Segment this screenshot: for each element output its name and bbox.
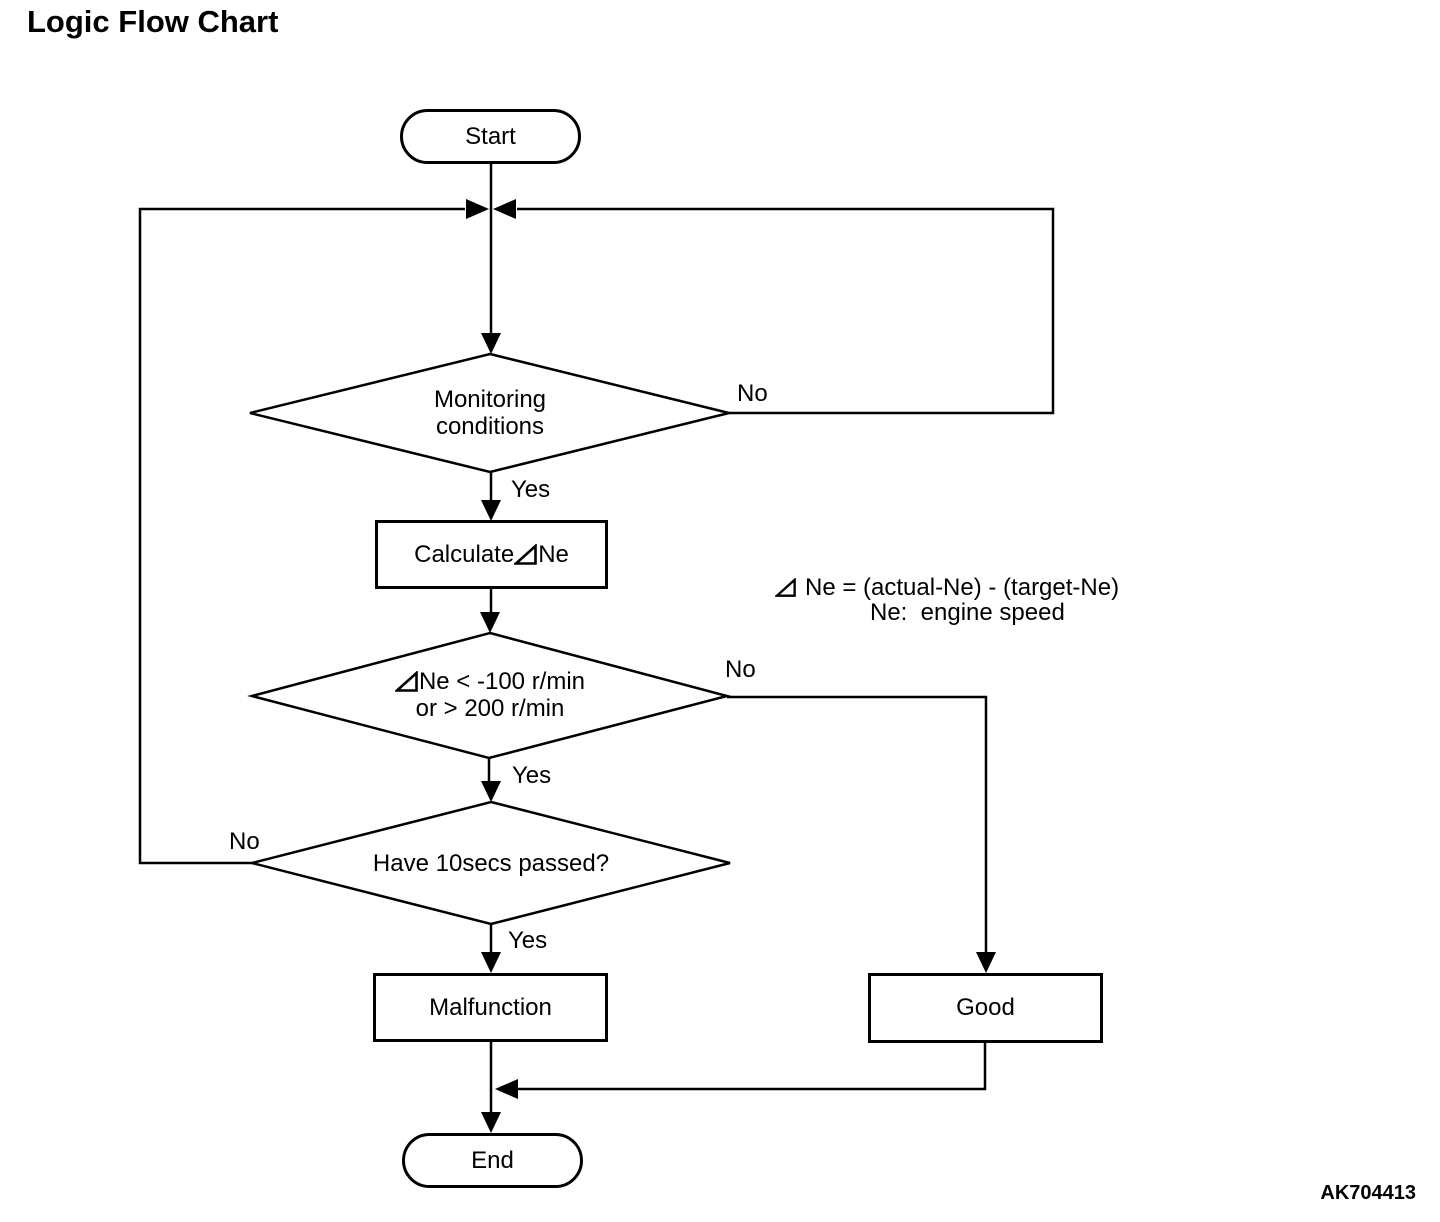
edge-good-to-join	[518, 1043, 987, 1091]
delta-decision-label: Ne < -100 r/min or > 200 r/min	[320, 668, 660, 722]
page-title: Logic Flow Chart	[27, 4, 279, 39]
delta-label-line1: Ne < -100 r/min	[418, 668, 586, 695]
annotation-line2: Ne: engine speed	[870, 599, 1065, 626]
arrowhead-into-calculate	[481, 500, 501, 521]
monitoring-decision-label: Monitoring conditions	[320, 386, 660, 440]
delta-ne-annotation: Ne = (actual-Ne) - (target-Ne) Ne: engin…	[775, 575, 1119, 625]
arrowhead-into-good	[976, 952, 996, 973]
figure-code: AK704413	[1320, 1182, 1416, 1204]
edge-timer-no-loop	[138, 207, 465, 865]
delta-ne-icon	[394, 670, 418, 692]
arrowhead-merge-left	[466, 199, 489, 219]
arrowhead-into-end	[481, 1112, 501, 1133]
calculate-label-prefix: Calculate	[414, 540, 515, 568]
timer-yes-label: Yes	[508, 927, 548, 954]
timer-no-label: No	[229, 828, 260, 855]
good-label: Good	[956, 994, 1015, 1021]
decision-monitoring-outline	[249, 352, 730, 474]
timer-label: Have 10secs passed?	[372, 850, 610, 877]
calculate-label-suffix: Ne	[538, 540, 569, 568]
delta-ne-icon	[514, 543, 537, 565]
arrowhead-into-malfunction	[481, 952, 501, 973]
good-node: Good	[868, 973, 1103, 1043]
edge-monitoring-no-loop	[517, 207, 1055, 415]
malfunction-label: Malfunction	[429, 993, 552, 1021]
decision-timer-outline	[251, 800, 731, 926]
arrowhead-join-left	[495, 1079, 518, 1099]
start-label: Start	[465, 122, 516, 150]
delta-yes-label: Yes	[512, 762, 552, 789]
monitoring-label-line2: conditions	[435, 413, 545, 440]
start-node: Start	[400, 109, 581, 164]
decision-delta-outline	[247, 631, 732, 760]
arrowhead-merge-right	[493, 199, 516, 219]
end-label: End	[471, 1146, 514, 1174]
delta-no-label: No	[725, 656, 756, 683]
monitoring-yes-label: Yes	[511, 476, 551, 503]
annotation-line1: Ne = (actual-Ne) - (target-Ne)	[805, 574, 1120, 601]
edge-delta-no	[727, 695, 988, 953]
timer-decision-label: Have 10secs passed?	[321, 850, 661, 877]
end-node: End	[402, 1133, 583, 1188]
calculate-node: Calculate Ne	[375, 520, 608, 589]
malfunction-node: Malfunction	[373, 973, 608, 1042]
delta-label-line2: or > 200 r/min	[415, 695, 565, 722]
delta-ne-icon	[775, 577, 796, 597]
arrowhead-into-monitoring	[481, 333, 501, 354]
arrowhead-into-delta	[480, 612, 500, 633]
arrowhead-into-timer	[481, 781, 501, 802]
monitoring-no-label: No	[737, 380, 768, 407]
monitoring-label-line1: Monitoring	[433, 386, 547, 413]
